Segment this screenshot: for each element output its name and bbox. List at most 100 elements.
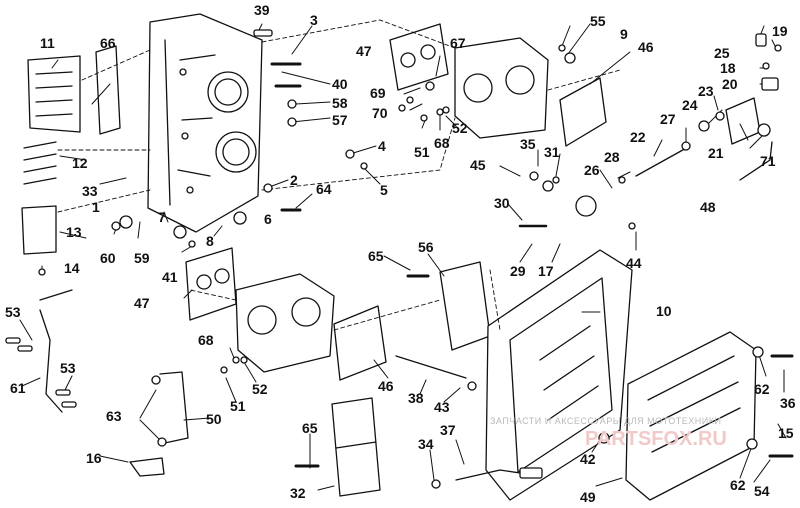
gasket-47-lower	[185, 247, 237, 321]
callout-18: 18	[720, 60, 736, 76]
callout-55: 55	[590, 13, 606, 29]
callout-23: 23	[698, 83, 714, 99]
callout-46-upper: 46	[638, 39, 654, 55]
cover-10	[485, 249, 633, 501]
callout-8: 8	[206, 233, 214, 249]
callout-41: 41	[162, 269, 178, 285]
alignment-lines	[57, 19, 621, 331]
callout-68-upper: 68	[434, 135, 450, 151]
callout-53-left: 53	[5, 304, 21, 320]
callout-19: 19	[772, 23, 788, 39]
callout-34: 34	[418, 436, 434, 452]
callout-50: 50	[206, 411, 222, 427]
callout-10: 10	[656, 303, 672, 319]
callout-65-lower: 65	[302, 420, 318, 436]
callout-38: 38	[408, 390, 424, 406]
callout-36: 36	[780, 395, 796, 411]
callout-47-upper: 47	[356, 43, 372, 59]
callout-59: 59	[134, 250, 150, 266]
callout-56: 56	[418, 239, 434, 255]
callout-52-upper: 52	[452, 120, 468, 136]
gasket-46-upper	[559, 77, 607, 147]
callout-39: 39	[254, 2, 270, 18]
callout-62-upper: 62	[754, 381, 770, 397]
callout-33: 33	[82, 183, 98, 199]
leader-lines	[19, 23, 787, 491]
callout-66: 66	[100, 35, 116, 51]
reed-block-11	[27, 55, 81, 133]
callout-43: 43	[434, 399, 450, 415]
callout-12: 12	[72, 155, 88, 171]
hose-48	[739, 141, 773, 181]
bracket-16	[129, 457, 165, 477]
gasket-66	[95, 45, 121, 135]
callout-64: 64	[316, 181, 332, 197]
callout-26: 26	[584, 162, 600, 178]
callout-47-lower: 47	[134, 295, 150, 311]
silencer-32	[331, 397, 381, 497]
callout-20: 20	[722, 76, 738, 92]
callout-70: 70	[372, 105, 388, 121]
callout-60: 60	[100, 250, 116, 266]
callout-1: 1	[92, 199, 100, 215]
callout-16: 16	[86, 450, 102, 466]
callout-71: 71	[760, 153, 776, 169]
lower-carburetor	[235, 273, 335, 373]
callout-40: 40	[332, 76, 348, 92]
intake-manifold	[147, 13, 263, 233]
callout-6: 6	[264, 211, 272, 227]
callout-46-lower: 46	[378, 378, 394, 394]
callout-51-upper: 51	[414, 144, 430, 160]
callout-11: 11	[40, 35, 55, 51]
callout-52-lower: 52	[252, 381, 268, 397]
callout-49: 49	[580, 489, 596, 505]
callout-61: 61	[10, 380, 26, 396]
callout-53-right: 53	[60, 360, 76, 376]
callout-68-lower: 68	[198, 332, 214, 348]
callout-62-lower: 62	[730, 477, 746, 493]
callout-45: 45	[470, 157, 486, 173]
callout-7: 7	[158, 209, 166, 225]
callout-27: 27	[660, 111, 676, 127]
cover-49	[625, 331, 757, 501]
plate-13	[21, 205, 57, 255]
callout-37: 37	[440, 422, 456, 438]
callout-21: 21	[708, 145, 724, 161]
rod-50	[159, 371, 189, 445]
gasket-47-upper	[389, 23, 449, 91]
callout-9: 9	[620, 26, 628, 42]
callout-2: 2	[290, 172, 298, 188]
callout-15: 15	[778, 425, 794, 441]
callout-29: 29	[510, 263, 526, 279]
callout-58: 58	[332, 95, 348, 111]
silencer-base-56	[439, 261, 491, 351]
callout-17: 17	[538, 263, 554, 279]
callout-5: 5	[380, 182, 388, 198]
gasket-46-lower	[333, 305, 387, 381]
pump-cover-21	[725, 97, 761, 145]
callout-44: 44	[626, 255, 642, 271]
callout-35: 35	[520, 136, 536, 152]
callout-14: 14	[64, 260, 80, 276]
callout-30: 30	[494, 195, 510, 211]
rod-38	[395, 355, 467, 379]
callout-25: 25	[714, 45, 730, 61]
upper-carburetor	[454, 37, 549, 139]
callout-67: 67	[450, 35, 466, 51]
callout-24: 24	[682, 97, 698, 113]
watermark-text: ЗАПЧАСТИ И АКСЕССУАРЫ ДЛЯ МОТОТЕХНИКИ	[490, 416, 722, 426]
callout-63: 63	[106, 408, 122, 424]
callout-31: 31	[544, 144, 560, 160]
callout-57: 57	[332, 112, 348, 128]
hose-61	[39, 289, 73, 413]
callout-48: 48	[700, 199, 716, 215]
link-22	[635, 145, 691, 177]
watermark-logo-text: PARTSFOX.RU	[585, 428, 727, 450]
callout-13: 13	[66, 224, 82, 240]
callout-51-lower: 51	[230, 398, 246, 414]
reed-stop-12	[23, 141, 57, 185]
callout-4: 4	[378, 138, 386, 154]
callout-65-upper: 65	[368, 248, 384, 264]
